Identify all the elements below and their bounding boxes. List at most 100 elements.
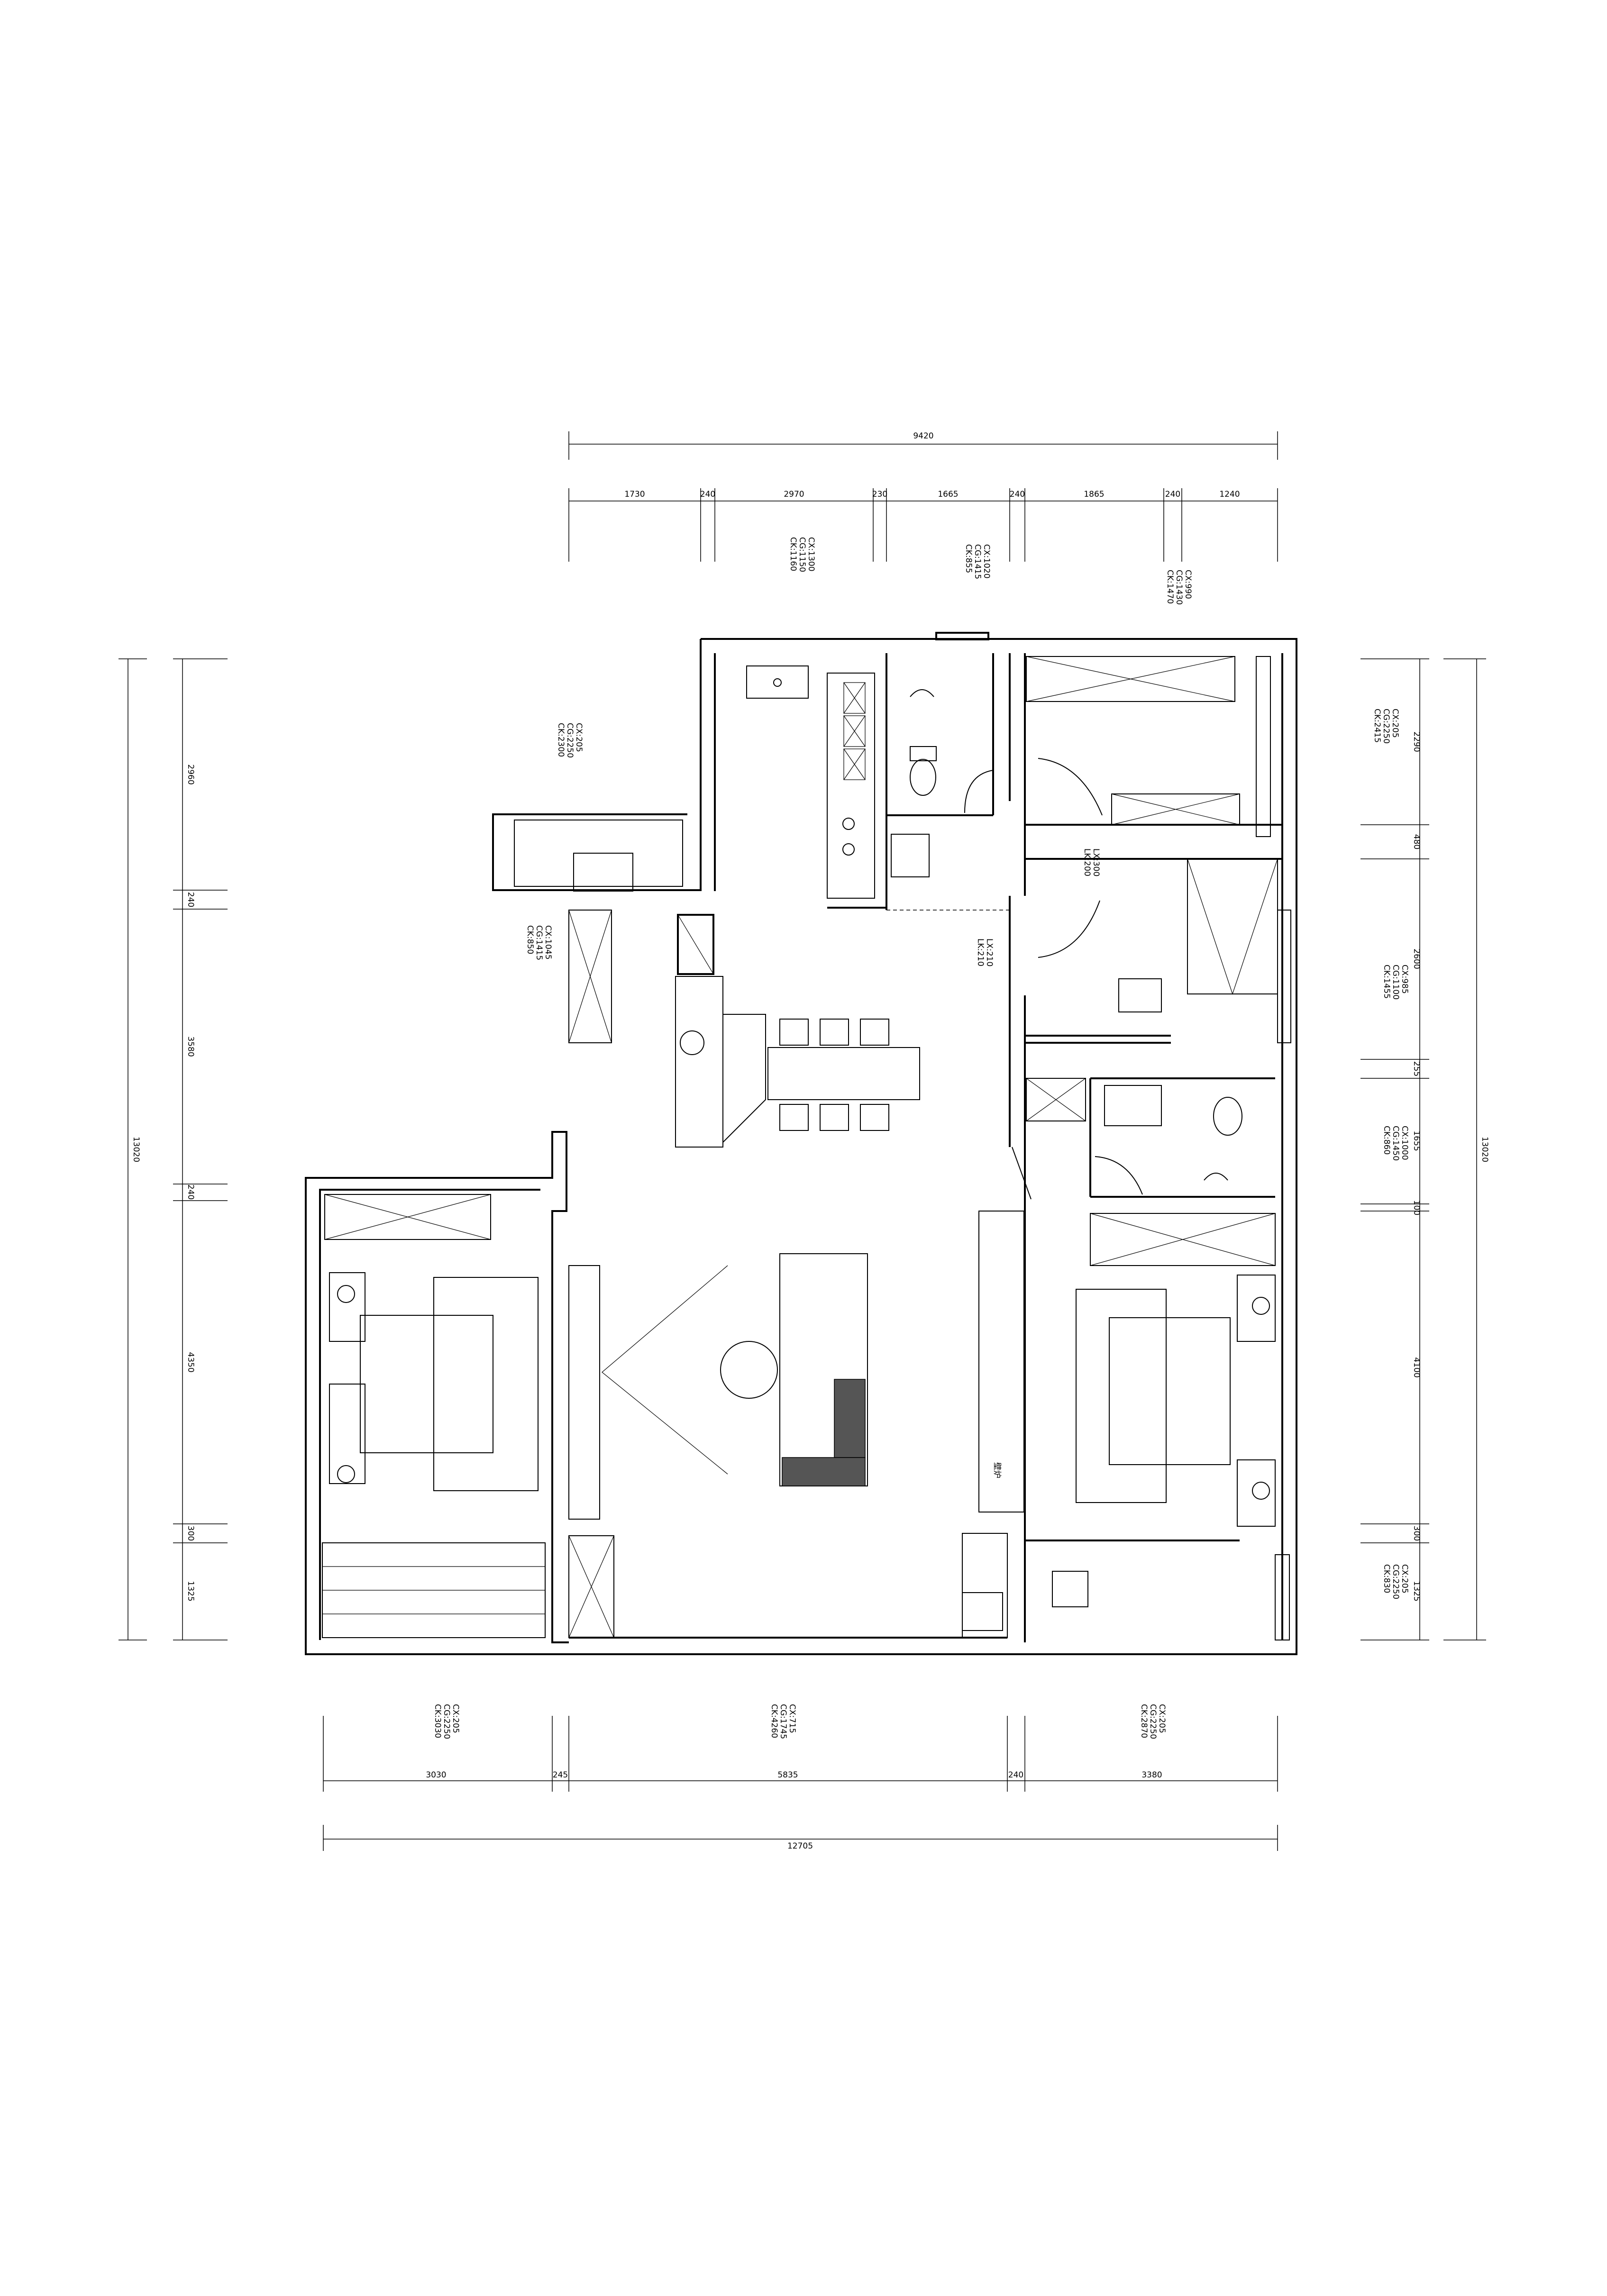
dim-top-seg-3: 2970 (784, 490, 804, 499)
svg-text:CK:850: CK:850 (525, 925, 535, 954)
dining-chair (860, 1019, 889, 1046)
dim-right-seg-1: 2290 (1412, 731, 1421, 752)
label-sw-bedroom-window: CK:3030 CG:2250 CX:205 (433, 1704, 460, 1739)
label-balcony-window: CK:2300 CG:2250 CX:205 (556, 723, 584, 758)
dimension-top-segments: 1730 240 2970 230 1665 240 1865 240 1240 (568, 488, 1278, 562)
interior-walls (569, 653, 1282, 1642)
ne-window (1256, 656, 1271, 837)
svg-text:CG:1100: CG:1100 (1391, 965, 1400, 1000)
sofa-cushion (782, 1457, 866, 1486)
stove-icon (842, 818, 855, 856)
svg-text:CG:1450: CG:1450 (1391, 1126, 1400, 1161)
radiator (962, 1592, 1003, 1631)
svg-text:CX:990: CX:990 (1183, 570, 1193, 599)
svg-text:CG:2250: CG:2250 (1391, 1564, 1400, 1599)
wardrobe-ne (1026, 656, 1235, 702)
corridor-door (1012, 1147, 1032, 1200)
bath2-cabinet (1026, 1078, 1086, 1121)
svg-text:CK:2415: CK:2415 (1372, 709, 1382, 743)
svg-text:LK:210: LK:210 (976, 938, 985, 966)
balcony (514, 820, 683, 892)
svg-text:CK:3030: CK:3030 (433, 1704, 442, 1738)
wardrobe-sw (324, 1194, 491, 1240)
bathroom-1 (910, 632, 994, 813)
washing-machine (891, 834, 930, 877)
dim-top-seg-4: 230 (872, 490, 887, 499)
lamp-icon (1252, 1297, 1270, 1315)
nightstand-se-top (1237, 1275, 1276, 1342)
svg-text:LX:210: LX:210 (985, 938, 994, 966)
bathroom-2 (1026, 1078, 1242, 1195)
wardrobe-se (1090, 1213, 1276, 1266)
label-kitchen-window: CK:1160 CG:1150 CX:1300 (788, 537, 816, 572)
dim-top-seg-7: 1865 (1084, 490, 1104, 499)
svg-text:CX:1000: CX:1000 (1400, 1126, 1409, 1160)
study-window (1277, 910, 1291, 1043)
fridge-icon (680, 1030, 704, 1055)
svg-text:CX:985: CX:985 (1400, 965, 1409, 994)
dim-top-seg-1: 1730 (624, 490, 645, 499)
dim-right-seg-7: 4100 (1412, 1357, 1421, 1377)
svg-text:CG:2250: CG:2250 (565, 723, 575, 758)
svg-text:CK:2870: CK:2870 (1139, 1704, 1149, 1738)
svg-text:CG:2250: CG:2250 (442, 1704, 451, 1739)
bed-frame-sw (433, 1277, 539, 1491)
dim-left-seg-1: 2960 (186, 764, 195, 784)
bath2-door-swing (1095, 1156, 1143, 1195)
balcony-bench (514, 820, 683, 887)
dimension-left-total: 13020 (119, 658, 147, 1640)
label-right-bottom-window: CK:830 CG:2250 CX:205 (1382, 1564, 1409, 1599)
toilet-icon (910, 759, 936, 796)
dim-bottom-seg-5: 3380 (1141, 1770, 1162, 1780)
toilet-tank (910, 746, 937, 761)
dim-right-total-text: 13020 (1480, 1137, 1489, 1162)
dimension-bottom-total: 12705 (323, 1825, 1278, 1851)
svg-text:CX:205: CX:205 (1400, 1564, 1409, 1594)
balcony-cabinet (573, 853, 633, 892)
dim-left-seg-3: 3580 (186, 1036, 195, 1057)
dim-right-seg-6: 100 (1412, 1200, 1421, 1215)
dim-top-seg-8: 240 (1165, 490, 1180, 499)
dim-right-seg-8: 300 (1412, 1526, 1421, 1541)
svg-text:CX:715: CX:715 (787, 1704, 797, 1733)
dimension-top-total: 9420 (568, 431, 1278, 460)
label-fireplace: 壁炉 (992, 1462, 1002, 1478)
bedroom-sw (322, 1194, 546, 1638)
label-study-window: CK:1455 CG:1100 CX:985 (1382, 965, 1409, 1000)
svg-text:CX:205: CX:205 (1157, 1704, 1167, 1733)
label-bedroom-ne-window: CK:1470 CG:1430 CX:990 (1165, 570, 1193, 605)
svg-text:CK:1160: CK:1160 (788, 537, 798, 571)
study-shelf (1187, 858, 1278, 994)
bed-sw (360, 1315, 493, 1453)
tall-cabinet (675, 976, 723, 1148)
lamp-icon-3 (337, 1285, 355, 1303)
label-living-window: CK:4260 CG:1745 CX:715 (769, 1704, 797, 1739)
svg-text:CK:4260: CK:4260 (769, 1704, 779, 1738)
dim-left-seg-4: 240 (186, 1184, 195, 1200)
svg-text:CK:855: CK:855 (964, 544, 973, 573)
coffee-table (720, 1341, 778, 1399)
se-window (1275, 1554, 1290, 1640)
svg-text:LX:300: LX:300 (1091, 848, 1101, 876)
shower-icon (910, 689, 934, 697)
study-chair (1118, 978, 1162, 1012)
svg-text:CX:205: CX:205 (451, 1704, 460, 1733)
dining-table (767, 1047, 920, 1100)
living-cabinet-2 (962, 1533, 1008, 1638)
dim-right-seg-5: 1655 (1412, 1130, 1421, 1151)
svg-text:CK:2300: CK:2300 (556, 723, 566, 757)
svg-text:LK:200: LK:200 (1082, 848, 1092, 876)
study-door-swing (1038, 900, 1100, 958)
dim-left-seg-7: 1325 (186, 1581, 195, 1601)
dimension-right-segments: 2290 480 2600 255 1655 100 4100 300 1325 (1360, 658, 1429, 1640)
dining-chair (820, 1104, 849, 1131)
dim-left-seg-2: 240 (186, 892, 195, 907)
dim-bottom-seg-1: 3030 (426, 1770, 446, 1780)
toilet-icon-2 (1213, 1097, 1242, 1136)
kitchen-counter (827, 673, 875, 899)
dimension-bottom-segments: 3030 245 5835 240 3380 (323, 1716, 1278, 1792)
dining-chair (779, 1019, 809, 1046)
dimension-left-segments: 2960 240 3580 240 4350 300 1325 (173, 658, 228, 1640)
dim-right-seg-3: 2600 (1412, 948, 1421, 969)
